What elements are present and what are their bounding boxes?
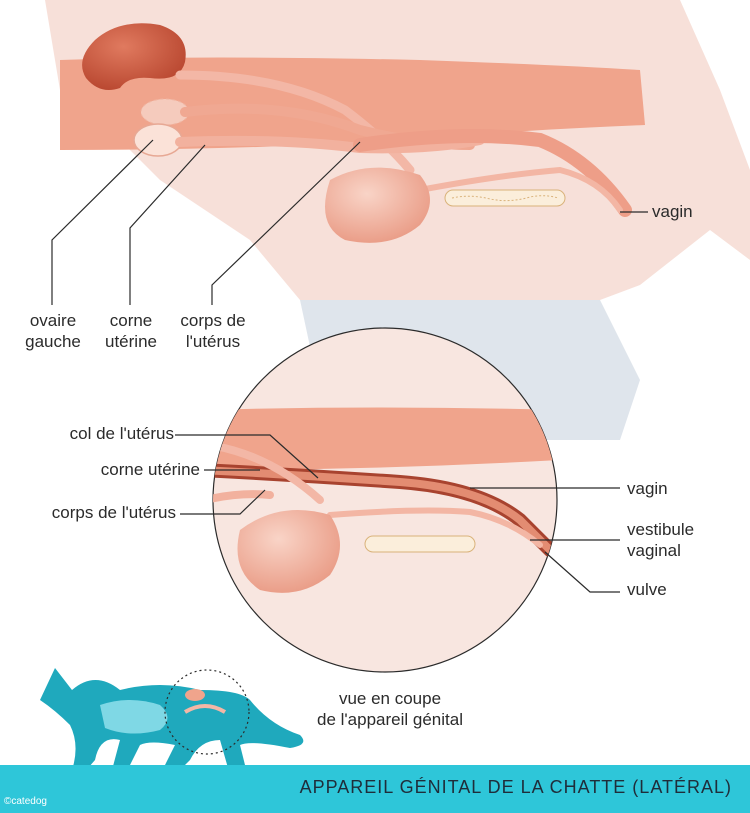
circle-urethra (327, 507, 543, 548)
pubic-bone-texture (451, 195, 559, 202)
circle-horn-lower (213, 490, 274, 504)
label-corne-uterine-top: corne utérine (105, 311, 157, 351)
credit: ©catedog (4, 796, 47, 807)
leader-vulve (544, 551, 620, 593)
label-col-uterus: col de l'utérus (69, 424, 174, 443)
muscle-band (60, 57, 645, 150)
leader-corne-top (129, 144, 206, 305)
diagram-title: APPAREIL GÉNITAL DE LA CHATTE (LATÉRAL) (299, 777, 732, 797)
uterus-body (353, 129, 632, 217)
circle-bladder (237, 510, 340, 593)
pubic-bone (444, 189, 566, 207)
label-vulve: vulve (627, 580, 667, 599)
kidney (82, 23, 186, 91)
circle-frame (212, 327, 558, 673)
cat-silhouette (40, 668, 304, 775)
leader-corps-mid (180, 489, 266, 515)
cat-zoom-marker (164, 669, 250, 755)
circle-horn-upper (213, 441, 324, 504)
leader-col (175, 434, 319, 479)
caption: vue en coupe de l'appareil génital (317, 689, 463, 729)
label-ovaire-gauche: ovaire gauche (25, 311, 81, 351)
cat-organs (100, 700, 168, 734)
label-vestibule-vaginal: vestibule vaginal (627, 520, 695, 560)
footer-bar (0, 765, 750, 813)
label-vagin-mid: vagin (627, 479, 668, 498)
circle-pubic-bone (364, 535, 476, 553)
circle-leader-lines (175, 434, 620, 593)
label-corne-uterine-mid: corne utérine (100, 460, 200, 479)
label-vagin-top: vagin (652, 202, 693, 221)
label-corps-uterus-top: corps de l'utérus (180, 311, 246, 351)
leader-ovaire (51, 139, 154, 305)
cat-uterus (183, 704, 227, 714)
circle-muscle-band (213, 407, 557, 470)
label-corps-uterus-mid: corps de l'utérus (51, 503, 176, 522)
section-circle (212, 327, 558, 673)
bladder (325, 167, 430, 243)
urethra (417, 166, 623, 213)
leader-corps-top (211, 141, 361, 305)
top-leader-lines (51, 139, 648, 305)
circle-horn-light (213, 466, 554, 554)
cat-body (40, 668, 304, 775)
cat-kidney (185, 689, 205, 701)
